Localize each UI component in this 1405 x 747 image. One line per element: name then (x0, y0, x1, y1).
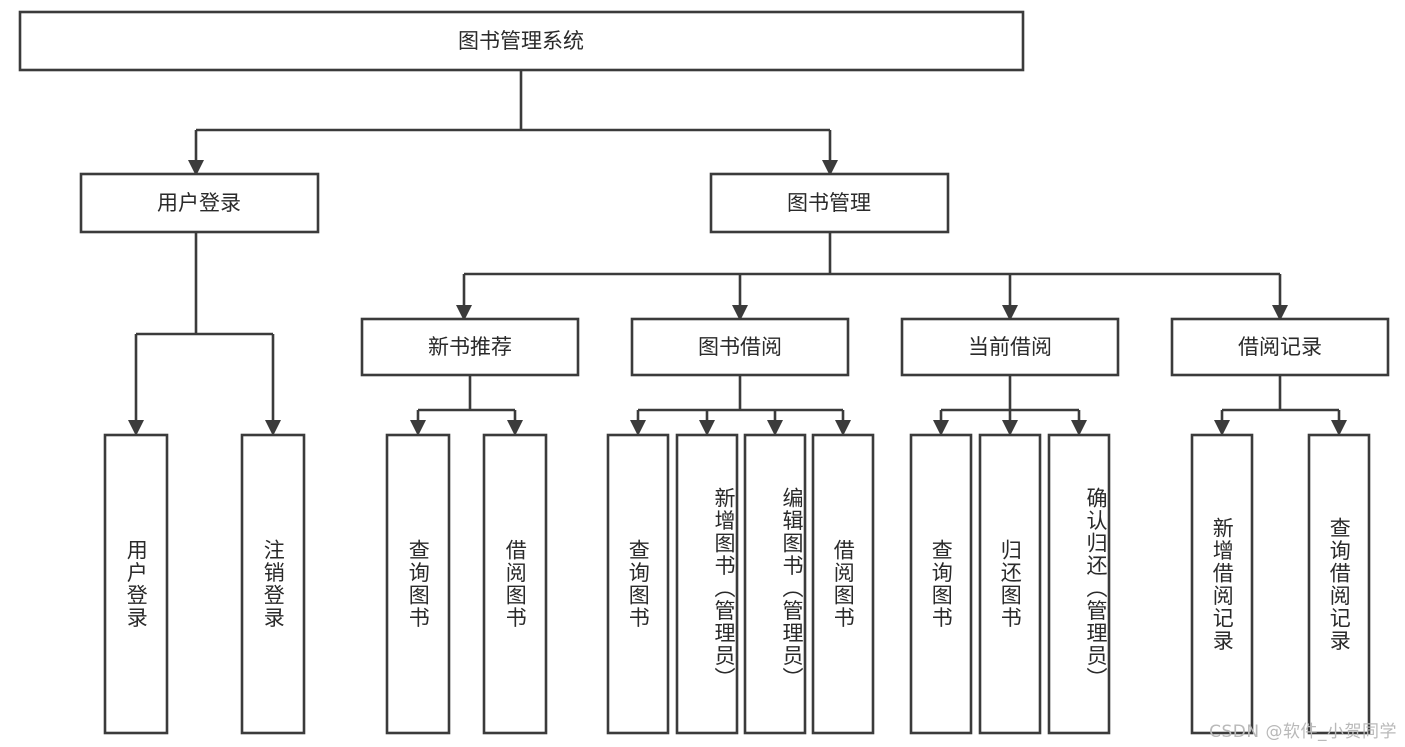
node-current-borrow-box[interactable] (900, 317, 1120, 377)
arrowhead-user-login (188, 160, 204, 176)
leaf-box-cb-confirm-return[interactable] (1047, 433, 1111, 735)
node-root-box[interactable] (18, 10, 1025, 72)
connectors-root-to-level2 (188, 70, 838, 176)
leaf-boxes-current-borrow (909, 433, 1111, 735)
leaf-box-br-query-record[interactable] (1307, 433, 1371, 735)
leaf-boxes-user-login (103, 433, 306, 735)
leaf-boxes-new-book-recommend (385, 433, 548, 735)
connectors-borrow-record-to-leaves (1214, 375, 1347, 436)
arrowhead-book-borrow (732, 305, 748, 321)
node-root[interactable]: 图书管理系统 (18, 10, 1025, 72)
node-user-login-label: 用户登录 (157, 191, 241, 215)
arrowhead-bb-leaf1 (630, 420, 646, 436)
arrowhead-borrow-record (1272, 305, 1288, 321)
node-book-manage-label: 图书管理 (787, 191, 871, 215)
connectors-current-borrow-to-leaves (933, 375, 1087, 436)
node-current-borrow[interactable]: 当前借阅 (900, 317, 1120, 377)
connectors-new-book-to-leaves (410, 375, 523, 436)
node-borrow-record[interactable]: 借阅记录 (1170, 317, 1390, 377)
leaf-box-bb-query-book[interactable] (606, 433, 670, 735)
arrowhead-book-manage (822, 160, 838, 176)
arrowhead-br-leaf2 (1331, 420, 1347, 436)
arrowhead-nb-leaf1 (410, 420, 426, 436)
connectors-book-manage-to-level3 (456, 232, 1288, 321)
arrowhead-leaf-logout (265, 420, 281, 436)
leaf-boxes-borrow-record (1190, 433, 1371, 735)
node-borrow-record-label: 借阅记录 (1238, 335, 1322, 359)
leaf-box-bb-add-book[interactable] (675, 433, 739, 735)
node-book-borrow-label: 图书借阅 (698, 335, 782, 359)
arrowhead-cb-leaf3 (1071, 420, 1087, 436)
connectors-user-login-to-leaves (128, 232, 281, 436)
leaf-box-br-add-record[interactable] (1190, 433, 1254, 735)
node-new-book-recommend-box[interactable] (360, 317, 580, 377)
leaf-box-bb-borrow-book[interactable] (811, 433, 875, 735)
node-book-borrow-box[interactable] (630, 317, 850, 377)
arrowhead-bb-leaf4 (835, 420, 851, 436)
arrowhead-bb-leaf2 (699, 420, 715, 436)
leaf-boxes-book-borrow (606, 433, 875, 735)
arrowhead-cb-leaf1 (933, 420, 949, 436)
leaf-box-nb-query-book[interactable] (385, 433, 451, 735)
leaf-box-user-login[interactable] (103, 433, 169, 735)
node-borrow-record-box[interactable] (1170, 317, 1390, 377)
arrowhead-br-leaf1 (1214, 420, 1230, 436)
leaf-box-bb-edit-book[interactable] (743, 433, 807, 735)
node-new-book-recommend-label: 新书推荐 (428, 335, 512, 359)
node-user-login[interactable]: 用户登录 (79, 172, 320, 234)
arrowhead-nb-leaf2 (507, 420, 523, 436)
arrowhead-current-borrow (1002, 305, 1018, 321)
node-current-borrow-label: 当前借阅 (968, 335, 1052, 359)
csdn-watermark: CSDN @软件_小贺同学 (1209, 722, 1397, 742)
leaf-box-nb-borrow-book[interactable] (482, 433, 548, 735)
node-book-manage-box[interactable] (709, 172, 950, 234)
connectors-book-borrow-to-leaves (630, 375, 851, 436)
node-root-label: 图书管理系统 (458, 29, 584, 53)
node-user-login-box[interactable] (79, 172, 320, 234)
node-book-manage[interactable]: 图书管理 (709, 172, 950, 234)
arrowhead-new-book (456, 305, 472, 321)
leaf-box-cb-query-book[interactable] (909, 433, 973, 735)
arrowhead-bb-leaf3 (767, 420, 783, 436)
arrowhead-cb-leaf2 (1002, 420, 1018, 436)
node-new-book-recommend[interactable]: 新书推荐 (360, 317, 580, 377)
leaf-box-logout[interactable] (240, 433, 306, 735)
node-book-borrow[interactable]: 图书借阅 (630, 317, 850, 377)
leaf-box-cb-return-book[interactable] (978, 433, 1042, 735)
arrowhead-leaf-user-login (128, 420, 144, 436)
